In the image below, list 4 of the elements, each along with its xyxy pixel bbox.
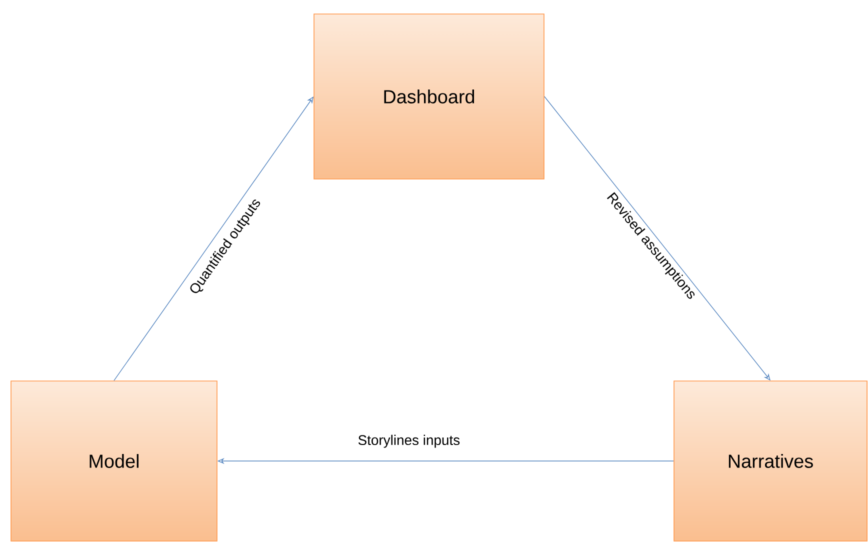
process-box: Dashboard xyxy=(314,14,544,180)
edge-label: Storylines inputs xyxy=(358,434,460,448)
process-box: Model xyxy=(10,380,218,542)
process-box: Narratives xyxy=(674,380,868,542)
